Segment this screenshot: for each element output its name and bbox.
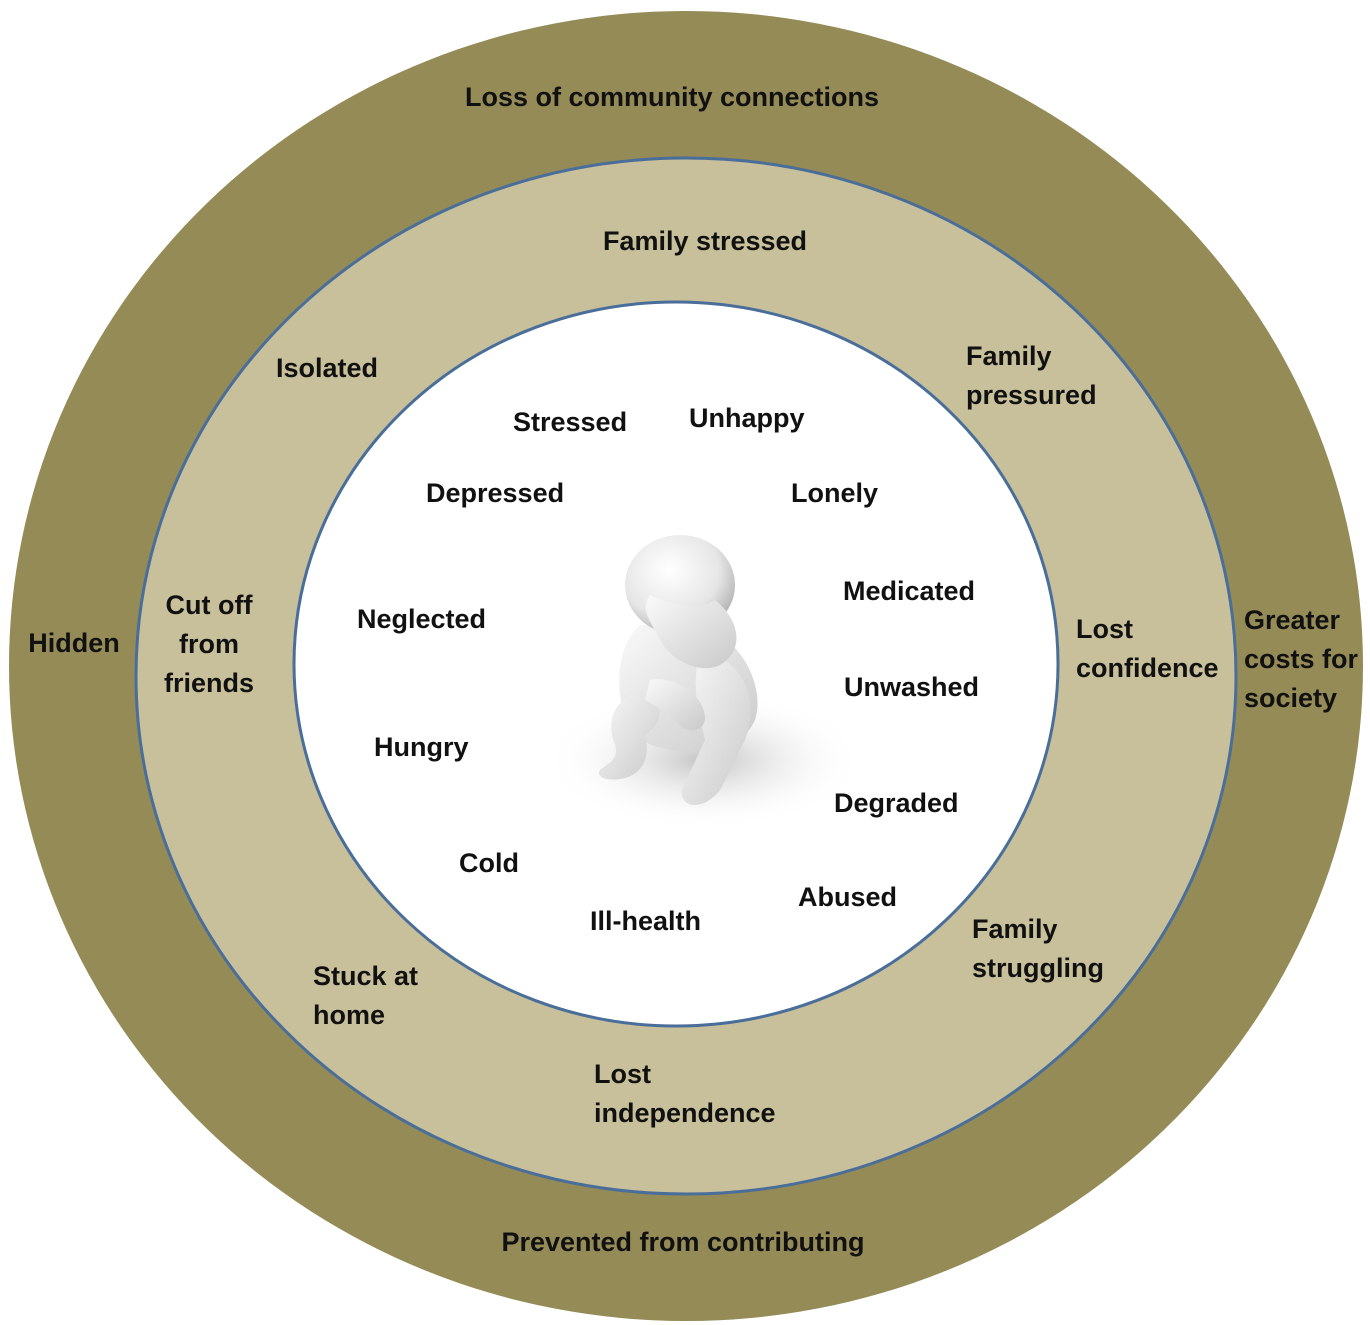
inner-label-medicated: Medicated xyxy=(843,576,975,606)
middle-label-left-1: Cut off xyxy=(166,590,254,620)
middle-label-bottom-left-2: home xyxy=(313,1000,385,1030)
inner-label-unhappy: Unhappy xyxy=(689,403,805,433)
inner-label-cold: Cold xyxy=(459,848,519,878)
middle-label-top-left: Isolated xyxy=(276,353,378,383)
middle-label-right-1: Lost xyxy=(1076,614,1133,644)
middle-label-top-right-1: Family xyxy=(966,341,1052,371)
middle-label-left-2: from xyxy=(179,629,239,659)
middle-label-bottom-2: independence xyxy=(594,1098,776,1128)
outer-label-bottom: Prevented from contributing xyxy=(501,1227,864,1257)
middle-label-left-3: friends xyxy=(164,668,254,698)
outer-label-right-3: society xyxy=(1244,683,1337,713)
inner-label-neglected: Neglected xyxy=(357,604,486,634)
inner-label-stressed: Stressed xyxy=(513,407,627,437)
middle-label-bottom-left-1: Stuck at xyxy=(313,961,418,991)
middle-label-bottom-1: Lost xyxy=(594,1059,651,1089)
outer-label-right-1: Greater xyxy=(1244,605,1341,635)
inner-label-degraded: Degraded xyxy=(834,788,959,818)
middle-label-top: Family stressed xyxy=(603,226,807,256)
inner-label-hungry: Hungry xyxy=(374,732,469,762)
outer-label-left: Hidden xyxy=(28,628,120,658)
inner-label-ill-health: Ill-health xyxy=(590,906,701,936)
middle-label-right-2: confidence xyxy=(1076,653,1219,683)
inner-label-lonely: Lonely xyxy=(791,478,878,508)
inner-label-unwashed: Unwashed xyxy=(844,672,979,702)
sad-person-icon xyxy=(545,535,865,830)
middle-label-bottom-right-1: Family xyxy=(972,914,1058,944)
middle-label-top-right-2: pressured xyxy=(966,380,1097,410)
outer-label-right-2: costs for xyxy=(1244,644,1359,674)
inner-label-abused: Abused xyxy=(798,882,897,912)
middle-label-bottom-right-2: struggling xyxy=(972,953,1104,983)
outer-label-top: Loss of community connections xyxy=(465,82,879,112)
inner-label-depressed: Depressed xyxy=(426,478,564,508)
